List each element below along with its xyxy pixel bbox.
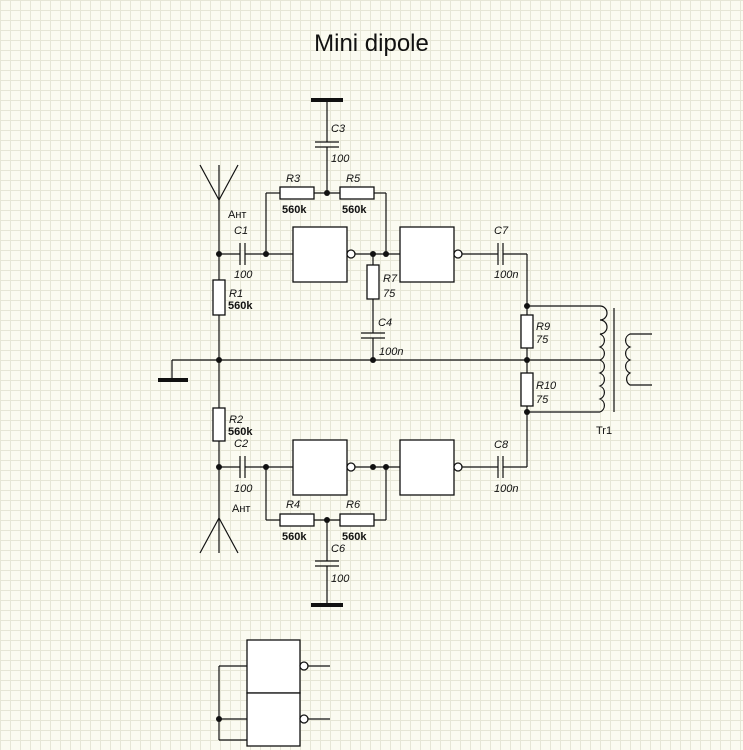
c1-label: C1 bbox=[234, 225, 248, 237]
c7-value: 100n bbox=[494, 269, 518, 281]
inverter-gate-4 bbox=[399, 439, 455, 496]
inverter-gate-2 bbox=[399, 226, 455, 283]
r1-label: R1 bbox=[229, 288, 243, 300]
inverter-gate-1 bbox=[292, 226, 348, 283]
junction-dots bbox=[216, 190, 530, 722]
resistor-R9 bbox=[520, 314, 534, 349]
c3-label: C3 bbox=[331, 123, 346, 135]
r9-label: R9 bbox=[536, 321, 550, 333]
inverter-gate-3 bbox=[292, 439, 348, 496]
inverter-bubble-icon bbox=[346, 249, 356, 259]
r3-value: 560k bbox=[282, 204, 307, 216]
tr1-label: Tr1 bbox=[596, 425, 612, 437]
inverter-bubble-icon bbox=[453, 249, 463, 259]
resistor-R10 bbox=[520, 372, 534, 407]
r9-value: 75 bbox=[536, 334, 549, 346]
resistor-R1 bbox=[212, 279, 226, 316]
antenna-bottom-label: Ант bbox=[232, 503, 250, 515]
diagram-title: Mini dipole bbox=[314, 30, 429, 57]
r10-value: 75 bbox=[536, 394, 549, 406]
gate-package-legend bbox=[218, 639, 330, 747]
resistor-R3 bbox=[279, 186, 315, 200]
r7-label: R7 bbox=[383, 273, 398, 285]
r2-value: 560k bbox=[228, 426, 253, 438]
r4-value: 560k bbox=[282, 531, 307, 543]
r4-label: R4 bbox=[286, 499, 300, 511]
r7-value: 75 bbox=[383, 288, 396, 300]
inverter-bubble-icon bbox=[453, 462, 463, 472]
c4-value: 100n bbox=[379, 346, 403, 358]
r1-value: 560k bbox=[228, 300, 253, 312]
r2-label: R2 bbox=[229, 414, 243, 426]
c3-value: 100 bbox=[331, 153, 350, 165]
c4-label: C4 bbox=[378, 317, 392, 329]
c7-label: C7 bbox=[494, 225, 509, 237]
r6-value: 560k bbox=[342, 531, 367, 543]
inverter-bubble-icon bbox=[346, 462, 356, 472]
resistor-R7 bbox=[366, 264, 380, 300]
transformer-secondary-icon bbox=[625, 333, 652, 386]
c8-label: C8 bbox=[494, 439, 509, 451]
resistor-R5 bbox=[339, 186, 375, 200]
resistor-R6 bbox=[339, 513, 375, 527]
c2-label: C2 bbox=[234, 438, 248, 450]
c2-value: 100 bbox=[234, 483, 253, 495]
resistor-R2 bbox=[212, 407, 226, 442]
c6-value: 100 bbox=[331, 573, 350, 585]
ground-left-icon bbox=[158, 359, 219, 382]
antenna-top-label: Ант bbox=[228, 209, 246, 221]
r3-label: R3 bbox=[286, 173, 301, 185]
r6-label: R6 bbox=[346, 499, 361, 511]
c8-value: 100n bbox=[494, 483, 518, 495]
r10-label: R10 bbox=[536, 380, 557, 392]
c1-value: 100 bbox=[234, 269, 253, 281]
antenna-top-icon bbox=[199, 164, 239, 201]
resistor-R4 bbox=[279, 513, 315, 527]
r5-label: R5 bbox=[346, 173, 361, 185]
c6-label: C6 bbox=[331, 543, 346, 555]
transformer-primary-icon bbox=[598, 305, 608, 413]
r5-value: 560k bbox=[342, 204, 367, 216]
antenna-bottom-icon bbox=[199, 517, 239, 554]
